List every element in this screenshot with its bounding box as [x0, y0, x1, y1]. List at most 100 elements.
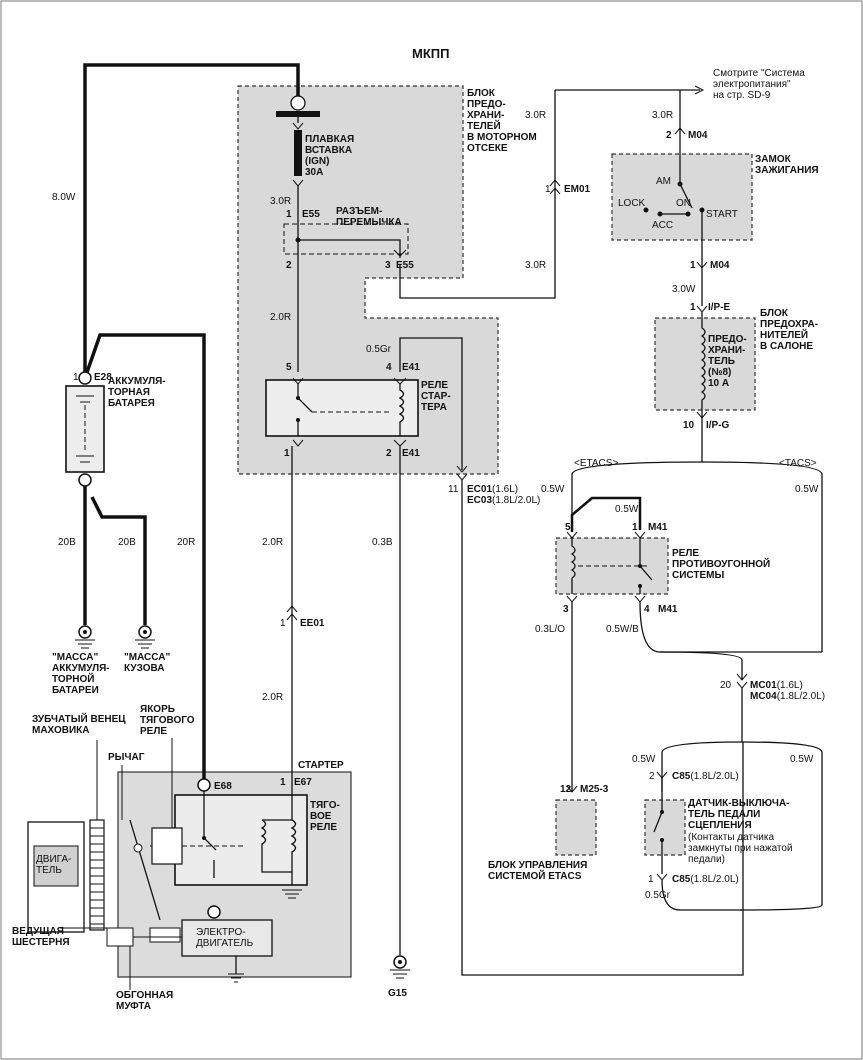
m04-code-bottom: M04 — [710, 260, 730, 271]
relay-code-top: E41 — [402, 362, 420, 373]
e55-code: E55 — [302, 209, 320, 220]
fuse-box-label: БЛОК ПРЕДО- ХРАНИ- ТЕЛЕЙ В МОТОРНОМ ОТСЕ… — [467, 88, 540, 154]
mid-wire-1: 2.0R — [262, 537, 283, 548]
clutch-label: ДАТЧИК-ВЫКЛЮЧА- ТЕЛЬ ПЕДАЛИ СЦЕПЛЕНИЯ — [688, 798, 792, 831]
battery-starter-wire: 20R — [177, 537, 195, 548]
imm-wire-right: 0.5W — [795, 484, 819, 495]
body-ground-cable — [90, 496, 147, 625]
power-wire-left-bottom: 3.0R — [525, 260, 546, 271]
m04-code-top: M04 — [688, 130, 708, 141]
armature — [151, 827, 183, 865]
fuse-arrow — [292, 122, 304, 130]
relay-pin4: 4 — [386, 362, 392, 373]
lever-label: РЫЧАГ — [108, 752, 145, 763]
ee01-pin: 1 — [280, 618, 286, 629]
ground-symbol-g15 — [390, 969, 410, 979]
imm-pin5: 5 — [565, 522, 571, 533]
wire-relay-ec — [399, 337, 463, 470]
etacs-tag: <ETACS> — [574, 458, 618, 469]
ipe-pin: 1 — [690, 302, 696, 313]
ground-g15: G15 — [388, 988, 407, 999]
battery-main-cable — [83, 63, 300, 378]
ignition-wire-out: 3.0W — [672, 284, 696, 295]
ec-line2: EC03(1.8L/2.0L) — [467, 495, 540, 506]
armature-label: ЯКОРЬ ТЯГОВОГО РЕЛЕ — [140, 704, 197, 737]
battery-pin1: 1 — [73, 372, 79, 383]
fusible-link-bar — [276, 111, 320, 117]
mc-pin: 20 — [720, 680, 732, 691]
mid-wire-2: 2.0R — [262, 692, 283, 703]
ipe-code: I/P-E — [708, 302, 731, 313]
ring-gear-label: ЗУБЧАТЫЙ ВЕНЕЦ МАХОВИКА — [32, 712, 128, 736]
etacs-pin: 12 — [560, 784, 572, 795]
page-title: МКПП — [412, 46, 449, 61]
starter-e68: E68 — [214, 781, 232, 792]
starter-relay — [265, 379, 419, 437]
ipg-code: I/P-G — [706, 420, 730, 431]
pinion — [106, 927, 134, 947]
em01-code: EM01 — [564, 184, 591, 195]
power-wire-left: 3.0R — [525, 110, 546, 121]
relay-ground-wire: 0.3B — [372, 537, 393, 548]
pinion-label: ВЕДУЩАЯ ШЕСТЕРНЯ — [12, 926, 70, 948]
clutch-code-bottom: C85(1.8L/2.0L) — [672, 874, 739, 885]
relay-wire-top: 0.5Gr — [366, 344, 392, 355]
etacs-label: БЛОК УПРАВЛЕНИЯ СИСТЕМОЙ ETACS — [488, 860, 590, 882]
fusible-link — [294, 130, 302, 176]
imm-pin3: 3 — [563, 604, 569, 615]
cabin-fuse-box-label: БЛОК ПРЕДОХРА- НИТЕЛЕЙ В САЛОНЕ — [760, 308, 821, 352]
battery-gnd-wire-2: 20B — [118, 537, 136, 548]
clutch-pin-bottom: 1 — [648, 874, 654, 885]
power-ref: Смотрите "Система электропитания" на стр… — [713, 68, 808, 101]
imm-pin1: 1 — [632, 522, 638, 533]
relay-pin1: 1 — [284, 448, 290, 459]
immobilizer-loop — [570, 496, 642, 532]
clutch-label: ОБГОННАЯ МУФТА — [116, 990, 176, 1012]
clutch-note: (Контакты датчика замкнуты при нажатой п… — [688, 832, 795, 865]
mc-line1: MC01(1.6L) — [750, 680, 803, 691]
battery-starter-cable — [83, 333, 206, 785]
engine-label: ДВИГА- ТЕЛЬ — [36, 854, 74, 876]
clutch-switch-box — [644, 799, 686, 856]
cabin-fuse — [700, 312, 706, 418]
battery-label: АККУМУЛЯ- ТОРНАЯ БАТАРЕЯ — [108, 376, 168, 409]
imm-code-bottom: M41 — [658, 604, 678, 615]
solenoid-box — [174, 794, 308, 886]
clutch-code-top: C85(1.8L/2.0L) — [672, 771, 739, 782]
starter-title: СТАРТЕР — [298, 760, 344, 771]
wire-ec-mc — [461, 480, 744, 976]
ign-lock: LOCK — [618, 198, 646, 209]
imm-code-top: M41 — [648, 522, 668, 533]
mc-branch — [661, 741, 823, 753]
relay-coil — [398, 384, 405, 436]
solenoid-label: ТЯГО- ВОЕ РЕЛЕ — [310, 800, 343, 833]
e55-code2: E55 — [396, 260, 414, 271]
e55-pin3: 3 — [385, 260, 391, 271]
clutch-wire-right: 0.5W — [790, 754, 814, 765]
battery-ground-label: "МАССА" АККУМУЛЯ- ТОРНОЙ БАТАРЕИ — [52, 652, 112, 696]
ign-am: AM — [656, 176, 671, 187]
starter-e67: E67 — [294, 777, 312, 788]
jumper-connector — [283, 223, 409, 255]
ignition-label: ЗАМОК ЗАЖИГАНИЯ — [755, 154, 819, 176]
ee01-code: EE01 — [300, 618, 325, 629]
underhood-fuse-box — [237, 85, 499, 475]
ign-on: ON — [676, 198, 691, 209]
starter-e67-pin: 1 — [280, 777, 286, 788]
m04-pin-bottom: 1 — [690, 260, 696, 271]
fuse-terminal — [290, 95, 306, 111]
battery-code: E28 — [94, 372, 112, 383]
cabin-fuse-label: ПРЕДО- ХРАНИ- ТЕЛЬ (№8) 10 А — [708, 334, 750, 389]
wire-e55-em01 — [399, 90, 556, 299]
imm-wire-pin3: 0.3L/O — [535, 624, 565, 635]
m04-pin-top: 2 — [666, 130, 672, 141]
wire-pin4 — [639, 601, 822, 653]
fuse-wire-relay: 2.0R — [270, 312, 291, 323]
branch-curve — [571, 461, 823, 475]
relay-pin2: 2 — [386, 448, 392, 459]
lever — [129, 819, 161, 921]
solenoid-coil — [290, 790, 297, 885]
clutch-wire-left: 0.5W — [632, 754, 656, 765]
